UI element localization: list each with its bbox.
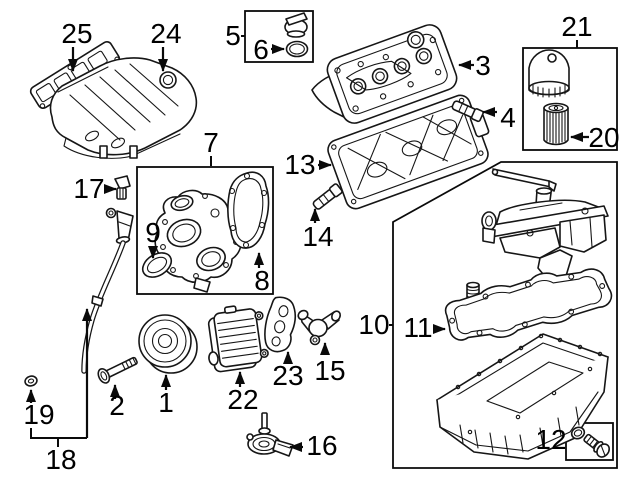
oil-valve-drawing xyxy=(246,412,294,457)
timing-cover-drawing xyxy=(154,189,242,293)
callout-25-label: 25 xyxy=(61,18,93,49)
callout-17-label: 17 xyxy=(73,173,105,204)
oil-filler-cap-drawing xyxy=(284,12,308,38)
callout-10-label: 10 xyxy=(358,309,390,340)
callout-23-label: 23 xyxy=(272,360,304,391)
callout-21-label: 21 xyxy=(561,11,593,42)
callout-5-label: 5 xyxy=(225,20,241,51)
callout-8-label: 8 xyxy=(254,265,270,296)
oil-pan-drawing xyxy=(436,333,609,460)
dipstick-tube-drawing xyxy=(81,207,134,374)
filler-cap-seal-drawing xyxy=(285,40,309,58)
callout-1-label: 1 xyxy=(158,387,174,418)
callout-20-label: 20 xyxy=(588,122,620,153)
dowel-pin-drawing xyxy=(312,183,343,210)
dipstick-tube-seal-drawing xyxy=(24,375,38,387)
callout-19-label: 19 xyxy=(23,399,55,430)
crankshaft-pulley-drawing xyxy=(138,314,198,374)
intake-manifold-drawing xyxy=(49,57,198,159)
oil-pan-gasket-drawing xyxy=(444,268,613,341)
oil-cooler-drawing xyxy=(207,305,269,373)
timing-cover-box xyxy=(136,166,274,295)
callout-6-label: 6 xyxy=(253,34,269,65)
oil-cooler-gasket-drawing xyxy=(264,296,297,353)
callout-4-label: 4 xyxy=(500,102,516,133)
oil-filter-element-drawing xyxy=(543,102,569,146)
callout-18-label: 18 xyxy=(45,444,77,475)
callout-9-label: 9 xyxy=(145,217,161,248)
callout-22-label: 22 xyxy=(227,384,259,415)
valve-cover-drawing xyxy=(311,24,458,124)
oil-pump-assembly-drawing xyxy=(481,168,609,281)
callout-2-label: 2 xyxy=(109,390,125,421)
callout-24-label: 24 xyxy=(150,18,182,49)
oil-pan-assembly-box xyxy=(392,161,618,469)
callout-15-label: 15 xyxy=(314,355,346,386)
callout-14-label: 14 xyxy=(302,221,334,252)
cover-bolt-drawing xyxy=(451,100,484,123)
callout-16-label: 16 xyxy=(306,430,338,461)
oil-fitting-drawing xyxy=(297,309,341,346)
callout-12-label: 12 xyxy=(535,424,567,455)
drain-plug-drawing xyxy=(583,433,611,458)
drain-plug-seal-drawing xyxy=(570,426,586,440)
callout-7-label: 7 xyxy=(203,127,219,158)
callout-3-label: 3 xyxy=(475,50,491,81)
callout-13-label: 13 xyxy=(284,149,316,180)
oil-filter-box xyxy=(522,47,618,151)
timing-cover-gasket-drawing xyxy=(227,171,270,249)
callout-arrows xyxy=(26,35,589,452)
oil-filter-housing-drawing xyxy=(528,49,570,98)
callout-11-label: 11 xyxy=(403,312,433,343)
breather-plug-drawing xyxy=(114,175,131,200)
pulley-bolt-drawing xyxy=(97,356,138,384)
